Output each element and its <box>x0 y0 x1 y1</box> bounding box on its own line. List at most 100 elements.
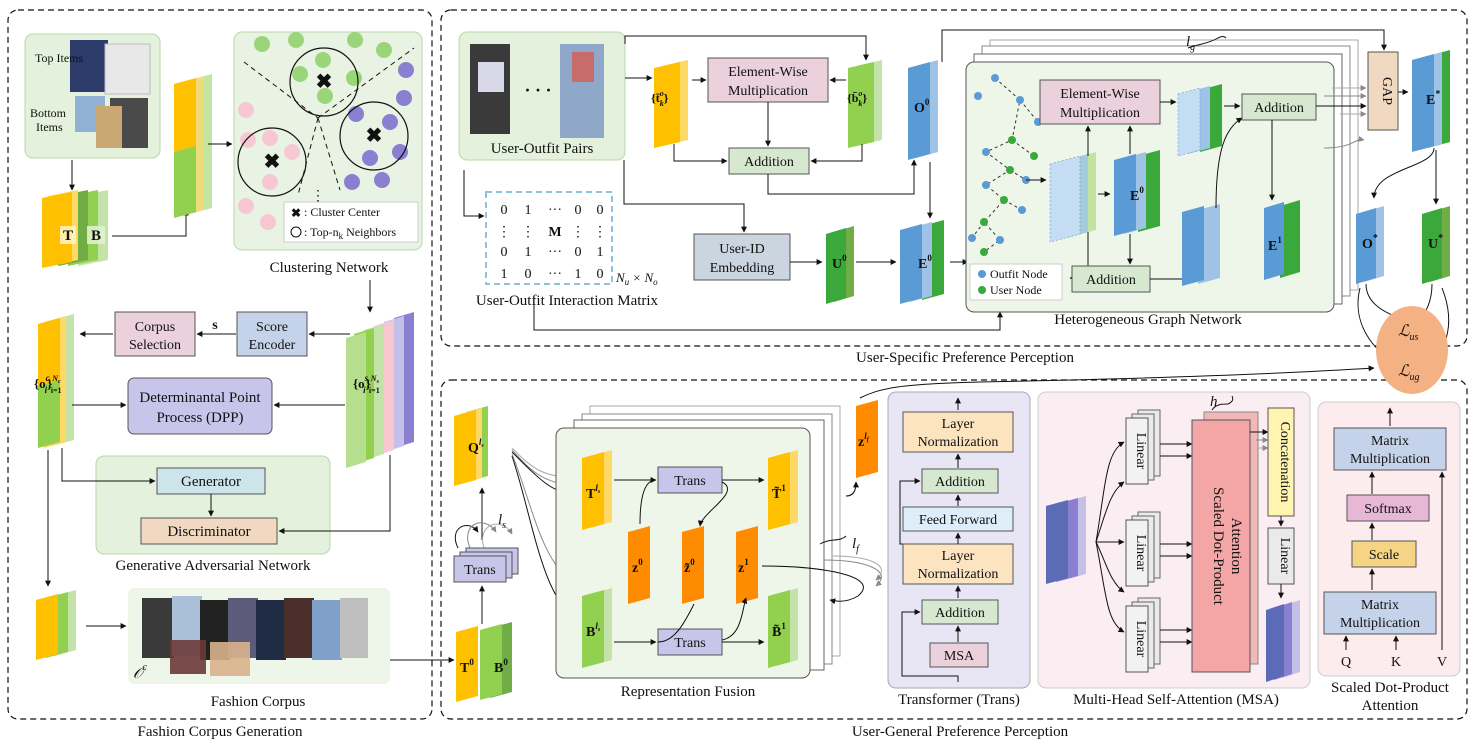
user-outfit-pairs-label: User-Outfit Pairs <box>491 141 594 157</box>
sdpa-label-2: Attention <box>1228 518 1244 575</box>
E0-label: E0 <box>918 253 932 272</box>
concat-embedding <box>174 74 212 218</box>
sdpa-caption-2: Attention <box>1362 698 1419 714</box>
sdpa-to-concat-arrows <box>1250 429 1269 451</box>
Lus-label: ℒus <box>1398 323 1419 343</box>
gap-label: GAP <box>1379 77 1394 105</box>
rf-trans-top-label: Trans <box>674 474 705 489</box>
general-section-frame <box>440 379 1468 720</box>
msa-caption: Multi-Head Self-Attention (MSA) <box>1073 692 1279 708</box>
trans-stack-label: Trans <box>464 563 495 578</box>
discriminator-label: Discriminator <box>167 524 250 540</box>
lg-bracket <box>1187 36 1227 49</box>
svg-text:···: ··· <box>548 245 562 260</box>
user-node-icon <box>978 286 986 294</box>
msa-fan <box>1095 441 1125 633</box>
sdpa-K: K <box>1391 655 1401 670</box>
O0-label: O0 <box>914 97 930 116</box>
U0-embedding <box>826 226 854 304</box>
msa-linear-box <box>1267 527 1295 585</box>
msa-input-stack <box>1046 496 1086 584</box>
score-encoder-label-2: Encoder <box>249 338 296 353</box>
addition-box <box>728 147 810 175</box>
addition-label: Addition <box>744 155 794 170</box>
tr-layer-norm-top-box <box>902 411 1014 453</box>
matrix-caption: User-Outfit Interaction Matrix <box>476 293 659 309</box>
B-label: B <box>91 228 101 244</box>
trans-stack-box <box>453 555 507 583</box>
hgn-E1-label: E1 <box>1268 235 1282 254</box>
user-id-label-1: User-ID <box>719 242 765 257</box>
transformer-caption: Transformer (Trans) <box>898 692 1020 708</box>
general-section-title: User-General Preference Perception <box>852 724 1069 740</box>
B1t-embedding <box>768 588 798 668</box>
fashion-corpus-photos <box>142 596 368 676</box>
B0-label: B0 <box>494 657 508 676</box>
tr-msa-label: MSA <box>944 649 975 664</box>
concat-label: Concatenation <box>1277 422 1292 503</box>
T0B0-embedding <box>456 622 512 702</box>
svg-text:1: 1 <box>501 267 508 282</box>
lf-label: lf <box>852 536 860 555</box>
clustering-network-label: Clustering Network <box>270 260 389 276</box>
sdpa-matmul-top-box <box>1333 427 1447 471</box>
cluster-legend-icon-center: ✖ <box>291 206 301 220</box>
hgn-ewm-label-2: Multiplication <box>1060 106 1140 121</box>
matrix-dim: Nu × No <box>615 270 658 287</box>
Bls-label: Bls <box>586 621 601 640</box>
sdpa-V: V <box>1437 655 1447 670</box>
cluster-legend-icon-neighbors <box>290 226 302 238</box>
Ostar-label: O* <box>1362 233 1378 252</box>
oc-embedding-stack <box>38 314 74 448</box>
fashion-corpus-label: Fashion Corpus <box>211 694 306 710</box>
zlf-label: zlf <box>858 431 870 450</box>
linear-1-label: Linear <box>1133 433 1148 470</box>
svg-text:0: 0 <box>525 267 532 282</box>
gap-arrows <box>1316 85 1367 117</box>
dpp-label-2: Process (DPP) <box>156 410 243 426</box>
outfit-node-icon <box>978 270 986 278</box>
tr-addition-top-label: Addition <box>935 475 985 490</box>
svg-text:0: 0 <box>575 245 582 260</box>
bottom-items-photo-3 <box>96 106 122 148</box>
loss-ellipse <box>1376 306 1448 394</box>
Tls-embedding <box>582 450 612 530</box>
gan-label: Generative Adversarial Network <box>116 558 311 574</box>
tr-ff-box <box>902 506 1014 532</box>
scale-box <box>1351 540 1417 568</box>
ls-loop <box>455 522 513 549</box>
softmax-label: Softmax <box>1364 502 1411 517</box>
interaction-matrix <box>485 191 613 285</box>
ewm-label-2: Multiplication <box>728 84 808 99</box>
svg-text:0: 0 <box>501 245 508 260</box>
tr-addition-top-box <box>921 468 999 494</box>
lg-label: lg <box>1186 34 1195 53</box>
msa-linear-label: Linear <box>1277 538 1292 575</box>
hgn-ewm-box <box>1039 79 1161 125</box>
cluster-legend-neighbors: : Top-nk Neighbors <box>304 225 396 241</box>
tr-addition-bottom-label: Addition <box>935 606 985 621</box>
linear-stack-3 <box>1125 597 1161 673</box>
sdpa-matmul-bottom-2: Multiplication <box>1340 616 1420 631</box>
hgn-caption: Heterogeneous Graph Network <box>1054 312 1242 328</box>
z0t-label: z̃0 <box>684 557 695 576</box>
softmax-box <box>1346 494 1430 522</box>
hgn-ewm-label-1: Element-Wise <box>1060 87 1140 102</box>
z0t-embedding <box>682 526 704 604</box>
cluster-points <box>238 32 414 230</box>
user-id-embedding-box <box>693 233 791 281</box>
specific-section-title: User-Specific Preference Perception <box>856 350 1074 366</box>
rf-caption: Representation Fusion <box>621 684 756 700</box>
top-items-photo <box>70 40 108 92</box>
svg-text:1: 1 <box>575 267 582 282</box>
O0-embedding <box>908 60 938 160</box>
s-label: s <box>212 318 218 333</box>
svg-text:···: ··· <box>548 267 562 282</box>
os-embedding-stack <box>346 312 414 468</box>
Tls-label: Tls <box>586 483 601 502</box>
outfit-photo-1b <box>478 62 504 92</box>
tb-embedding-stack <box>42 190 108 268</box>
